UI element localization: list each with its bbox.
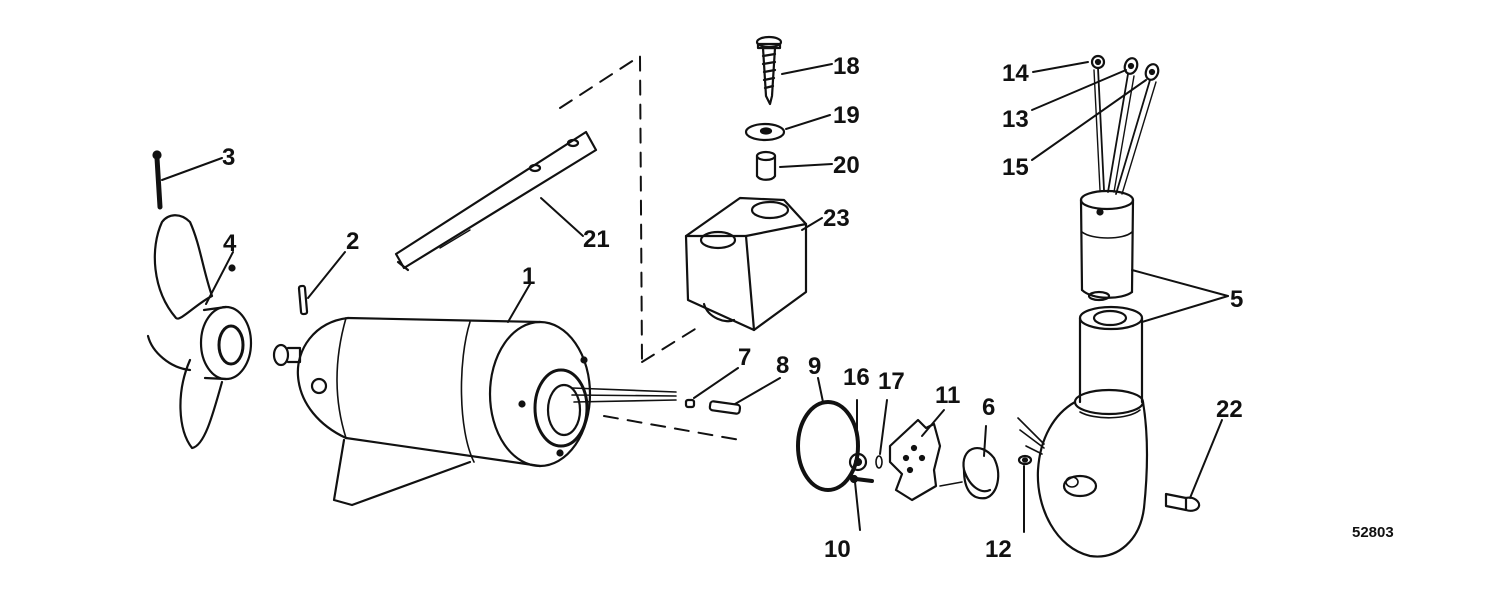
callout-leader-lines	[161, 61, 1229, 533]
lead-wire-terminal-13	[1107, 57, 1139, 193]
callout-5: 5	[1230, 286, 1244, 313]
callout-14: 14	[1002, 60, 1029, 87]
shear-pin	[297, 284, 309, 316]
drive-shaft-lower-tube	[1078, 305, 1144, 404]
callout-12: 12	[985, 536, 1012, 563]
lower-unit-housing	[1017, 388, 1148, 558]
housing-bolt	[1164, 492, 1201, 512]
dowel-pin	[708, 400, 742, 415]
washer	[744, 122, 786, 142]
propeller	[146, 214, 253, 450]
callout-18: 18	[833, 53, 860, 80]
brush-screw	[849, 474, 874, 484]
callout-9: 9	[808, 353, 822, 380]
brush-cap	[848, 452, 868, 472]
assembly-guide-lines	[559, 55, 741, 441]
callout-16: 16	[843, 364, 870, 391]
callout-2: 2	[346, 228, 360, 255]
o-ring	[796, 400, 860, 492]
callout-3: 3	[222, 144, 236, 171]
brush-plate	[888, 418, 942, 502]
mounting-bracket	[394, 130, 598, 272]
end-cap	[939, 447, 1000, 500]
callout-4: 4	[223, 230, 237, 257]
callout-7: 7	[738, 344, 752, 371]
key-pin	[684, 398, 696, 409]
callout-17: 17	[878, 368, 905, 395]
callout-20: 20	[833, 152, 860, 179]
callout-11: 11	[935, 382, 961, 409]
bushing	[755, 150, 777, 181]
callout-13: 13	[1002, 106, 1029, 133]
callout-22: 22	[1216, 396, 1243, 423]
drive-shaft-upper-tube	[1079, 189, 1135, 302]
clamp-block	[684, 196, 808, 332]
callout-8: 8	[776, 352, 790, 379]
callout-15: 15	[1002, 154, 1029, 181]
lead-wire-terminal-14	[1090, 54, 1106, 191]
propeller-pin	[152, 150, 163, 210]
lead-nut	[1017, 454, 1033, 466]
callout-23: 23	[823, 205, 850, 232]
motor-housing	[272, 316, 677, 507]
screw	[755, 35, 783, 106]
callout-21: 21	[583, 226, 610, 253]
brush	[875, 455, 883, 469]
callout-1: 1	[522, 263, 536, 290]
callout-19: 19	[833, 102, 860, 129]
callout-6: 6	[982, 394, 996, 421]
callout-10: 10	[824, 536, 851, 563]
lead-wire-terminal-15	[1115, 63, 1160, 195]
drawing-number: 52803	[1352, 524, 1394, 541]
